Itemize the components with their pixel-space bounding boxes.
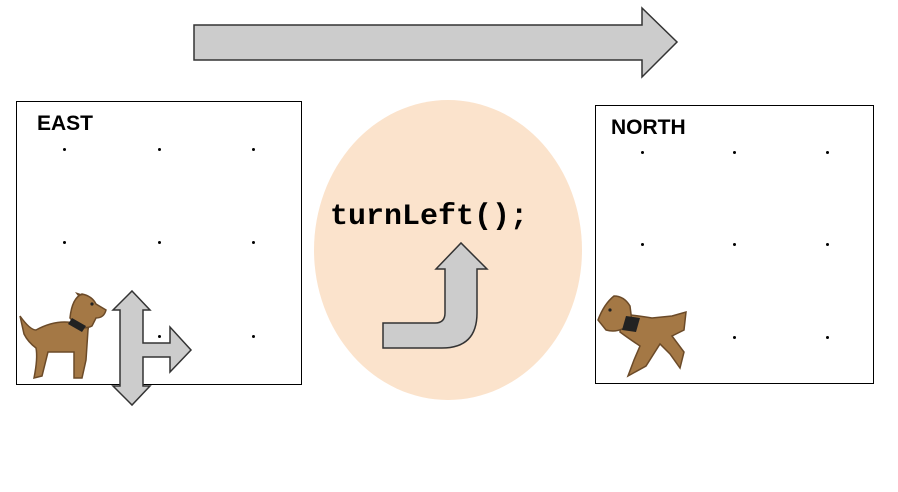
grid-dot: [63, 241, 66, 244]
grid-dot: [826, 336, 829, 339]
dog-icon: [19, 292, 107, 380]
grid-dot: [63, 148, 66, 151]
command-bubble: [314, 100, 582, 400]
grid-dot: [826, 151, 829, 154]
grid-dot: [641, 243, 644, 246]
direction-label-after: NORTH: [611, 116, 686, 139]
direction-label-before: EAST: [37, 112, 94, 135]
grid-dot: [252, 148, 255, 151]
grid-dot: [158, 241, 161, 244]
dog-icon: [597, 295, 687, 378]
direction-indicator-icon: [111, 289, 193, 407]
turn-left-arrow-icon: [382, 241, 489, 349]
command-text: turnLeft();: [330, 200, 529, 234]
grid-dot: [733, 336, 736, 339]
grid-dot: [733, 151, 736, 154]
grid-dot: [252, 335, 255, 338]
grid-dot: [641, 151, 644, 154]
grid-dot: [252, 241, 255, 244]
grid-dot: [158, 335, 161, 338]
right-arrow-icon: [193, 6, 679, 79]
grid-dot: [733, 243, 736, 246]
grid-dot: [158, 148, 161, 151]
grid-dot: [826, 243, 829, 246]
